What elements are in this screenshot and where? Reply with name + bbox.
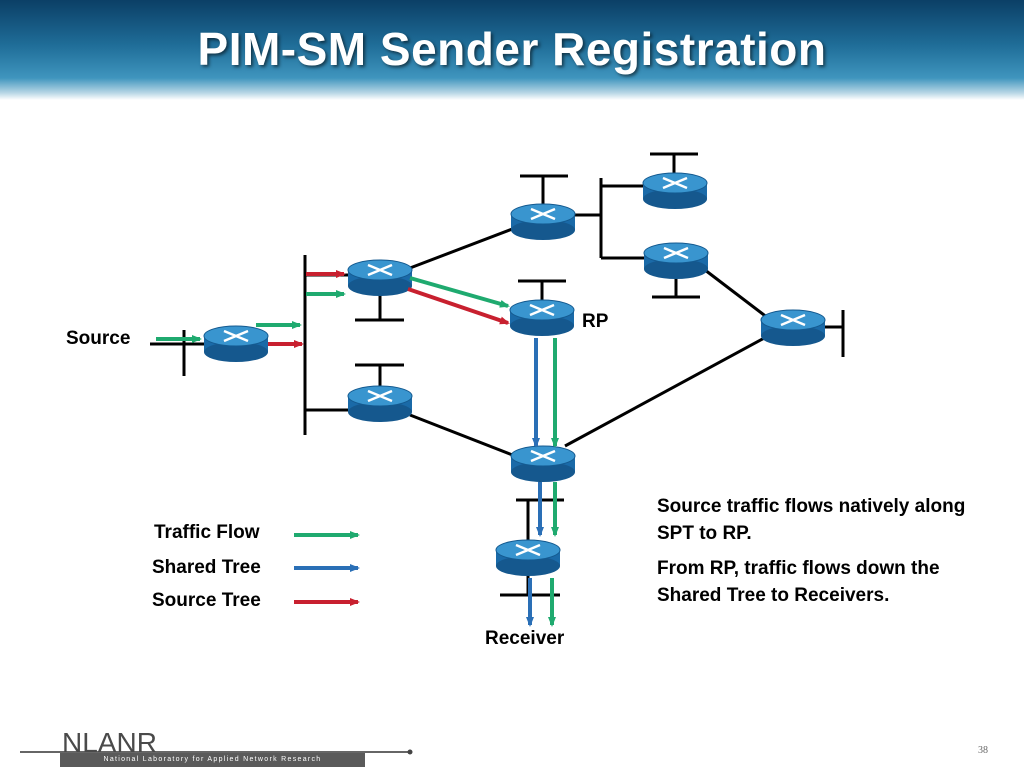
- router-f: [642, 172, 708, 209]
- note-shared-tree: From RP, traffic flows down the Shared T…: [657, 558, 940, 606]
- rp-label: RP: [582, 311, 609, 332]
- router-c: [510, 203, 576, 240]
- slide-title: PIM-SM Sender Registration: [197, 23, 827, 75]
- legend-arrows: [294, 531, 360, 606]
- router-receiver: [495, 539, 561, 576]
- nlanr-logo: NLANR: [62, 729, 157, 755]
- shared-tree-arrows: [526, 338, 544, 627]
- router-g: [760, 309, 826, 346]
- title-banner: [0, 0, 1024, 100]
- footer-rule-dot: [407, 749, 413, 755]
- note-spt: Source traffic flows natively along SPT …: [657, 496, 966, 544]
- router-h: [510, 445, 576, 482]
- source-tree-arrows: [268, 270, 510, 348]
- legend-shared-tree-label: Shared Tree: [152, 557, 261, 578]
- page-number: 38: [978, 745, 988, 756]
- source-tree-arrow: [407, 287, 510, 325]
- router-rp: [509, 299, 575, 336]
- router-e: [643, 242, 709, 279]
- receiver-label: Receiver: [485, 628, 565, 649]
- organization-name: National Laboratory for Applied Network …: [60, 753, 365, 767]
- traffic-flow-arrow: [409, 276, 510, 308]
- legend-traffic-flow-label: Traffic Flow: [154, 522, 260, 543]
- traffic-flow-arrows: [156, 276, 559, 627]
- router-a: [347, 259, 413, 296]
- legend-source-tree-label: Source Tree: [152, 590, 261, 611]
- svg-text:NLANR: NLANR: [62, 729, 157, 755]
- router-source: [203, 325, 269, 362]
- source-label: Source: [66, 328, 131, 349]
- router-b: [347, 385, 413, 422]
